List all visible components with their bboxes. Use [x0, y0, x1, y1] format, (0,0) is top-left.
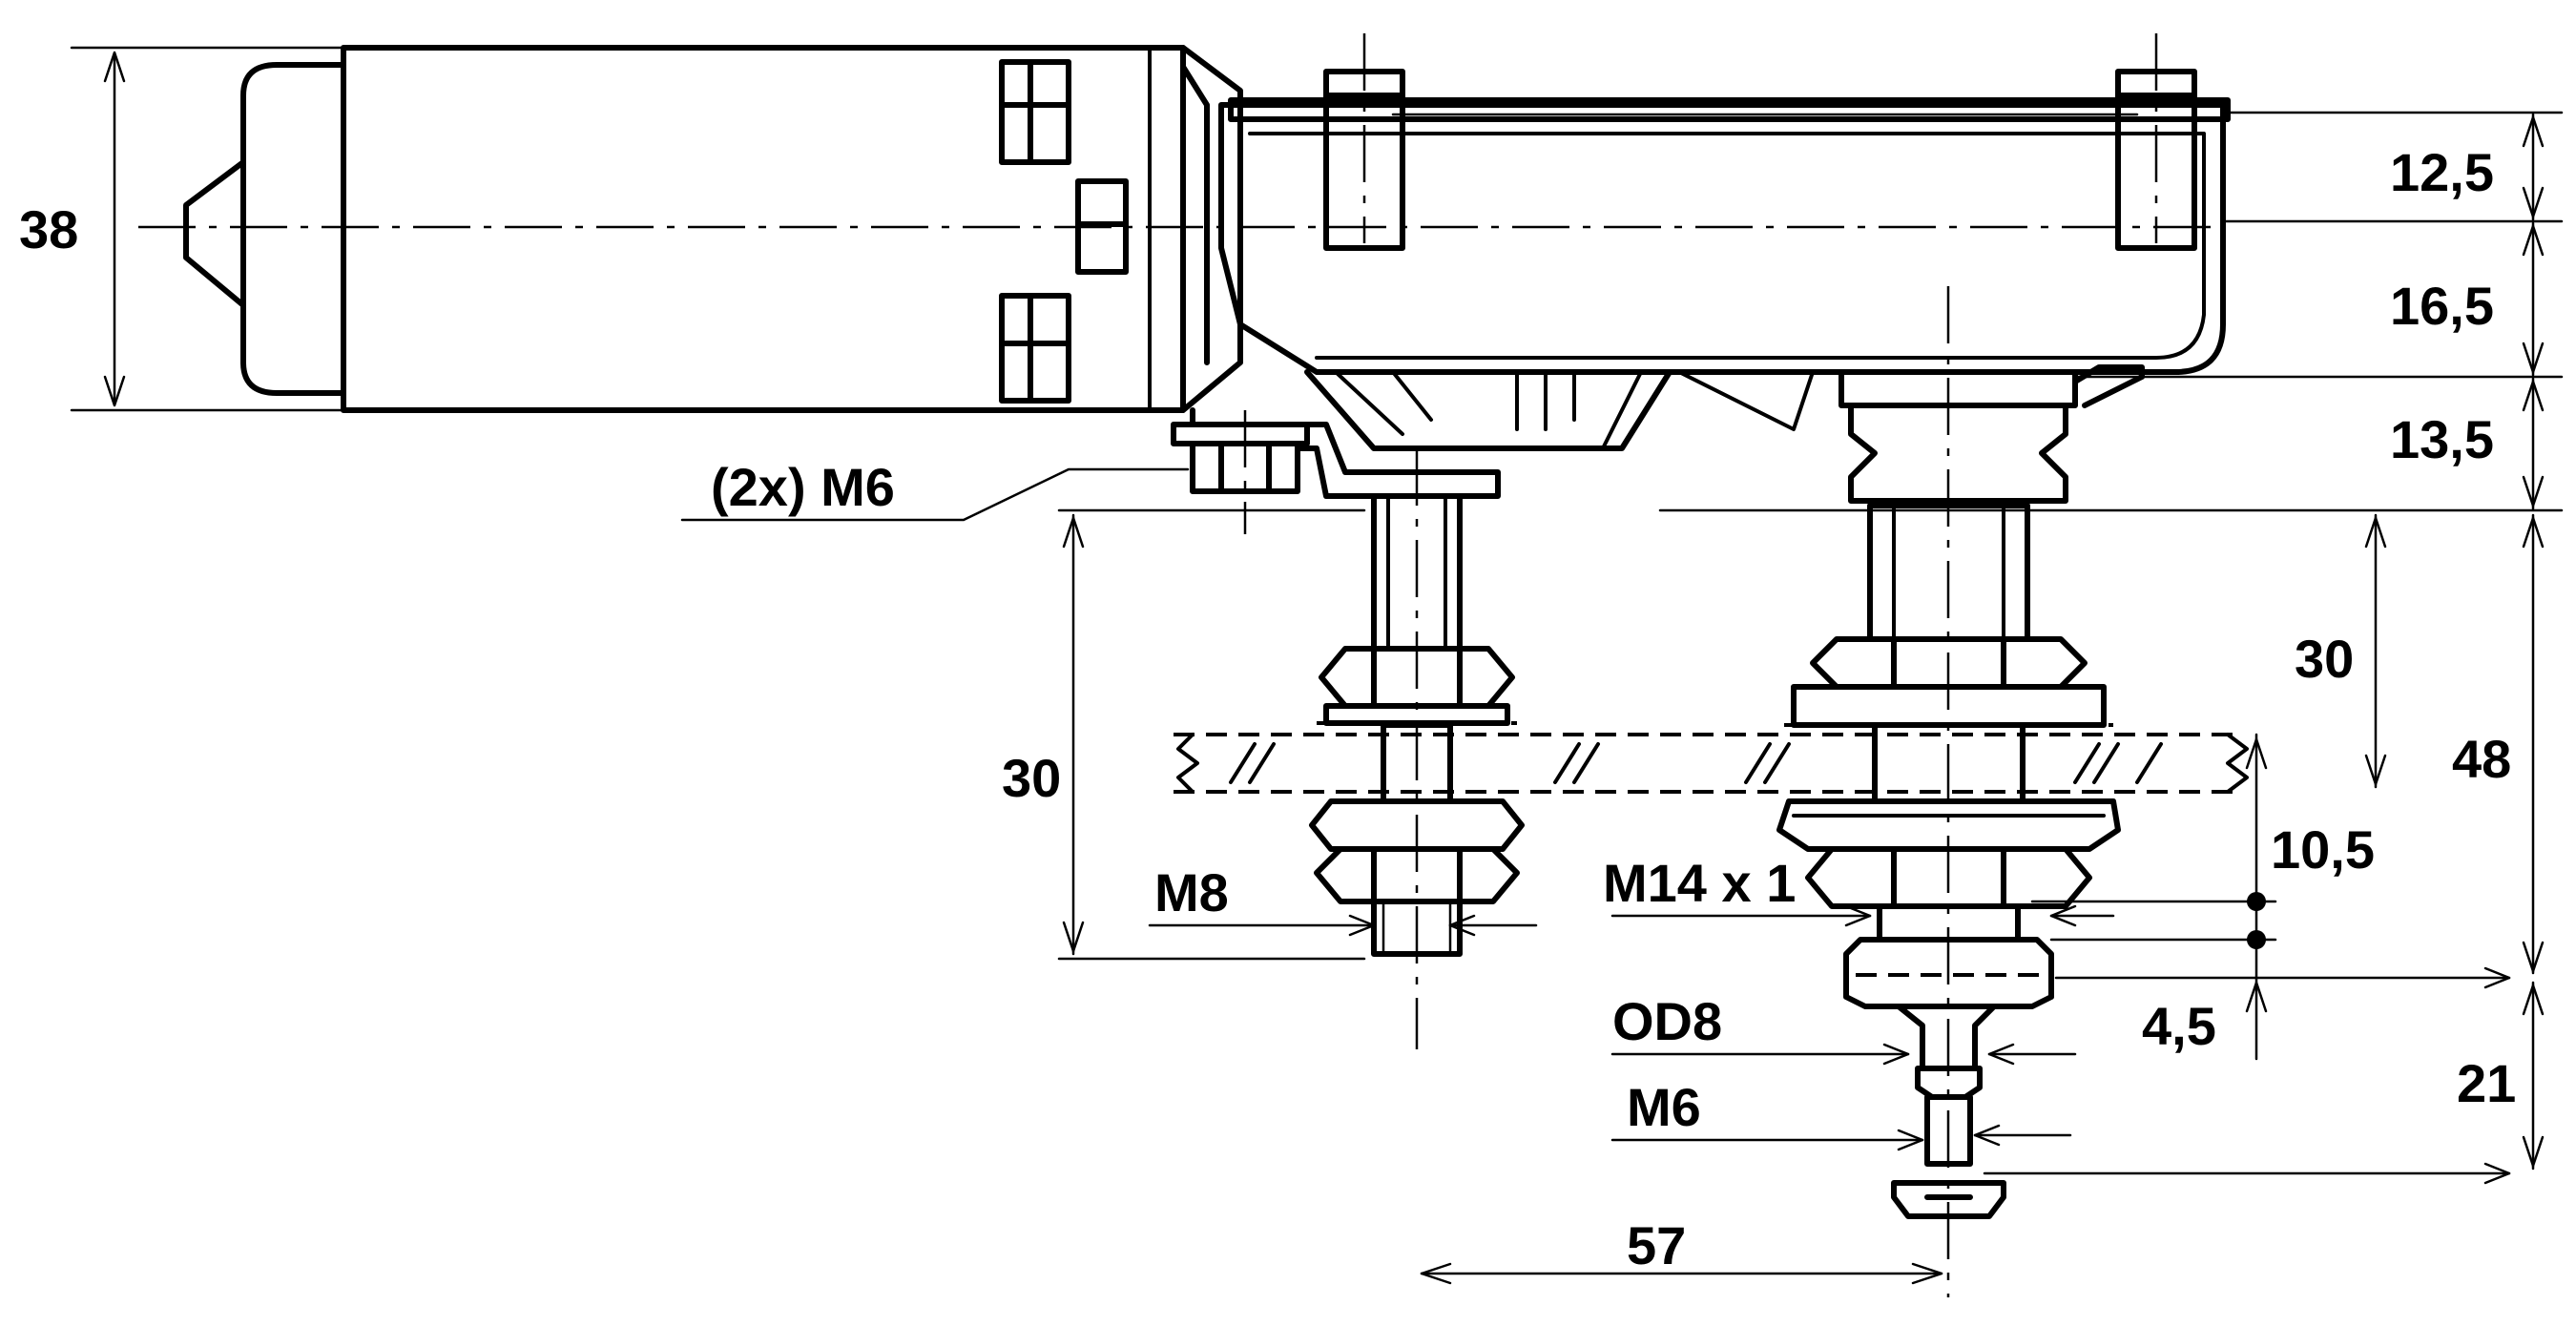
gearbox-housing [1190, 33, 2231, 504]
dim-label-16-5: 16,5 [2390, 276, 2494, 336]
motor-body [183, 45, 1243, 413]
label-od8: OD8 [1612, 991, 1722, 1051]
label-m8: M8 [1154, 862, 1229, 922]
dim-label-4-5: 4,5 [2142, 996, 2216, 1056]
label-m14x1: M14 x 1 [1603, 853, 1796, 913]
dim-label-13-5: 13,5 [2390, 409, 2494, 469]
dim-label-12-5: 12,5 [2390, 142, 2494, 202]
dim-label-30-right: 30 [2295, 629, 2354, 689]
left-stud-m8 [1309, 448, 1525, 1049]
dim-label-57: 57 [1627, 1215, 1686, 1275]
mounting-panel-section [1174, 733, 2249, 794]
label-m6: M6 [1627, 1077, 1701, 1137]
output-shaft-assembly [1776, 286, 2121, 1297]
dim-label-48: 48 [2452, 729, 2511, 789]
label-2x-m6: (2x) M6 [711, 457, 895, 517]
dimension-labels: 38 12,5 16,5 13,5 48 30 30 10,5 4,5 21 5… [19, 142, 2516, 1275]
left-mounting-nut [1171, 410, 1310, 534]
dim-label-30-left: 30 [1002, 748, 1061, 808]
dim-label-21: 21 [2457, 1053, 2516, 1113]
leader-lines [680, 467, 2077, 1151]
dim-label-10-5: 10,5 [2271, 819, 2375, 880]
thread-labels: (2x) M6 M8 M14 x 1 OD8 M6 [711, 457, 1796, 1137]
dimension-lines [70, 46, 2564, 1285]
dim-label-38: 38 [19, 199, 78, 259]
